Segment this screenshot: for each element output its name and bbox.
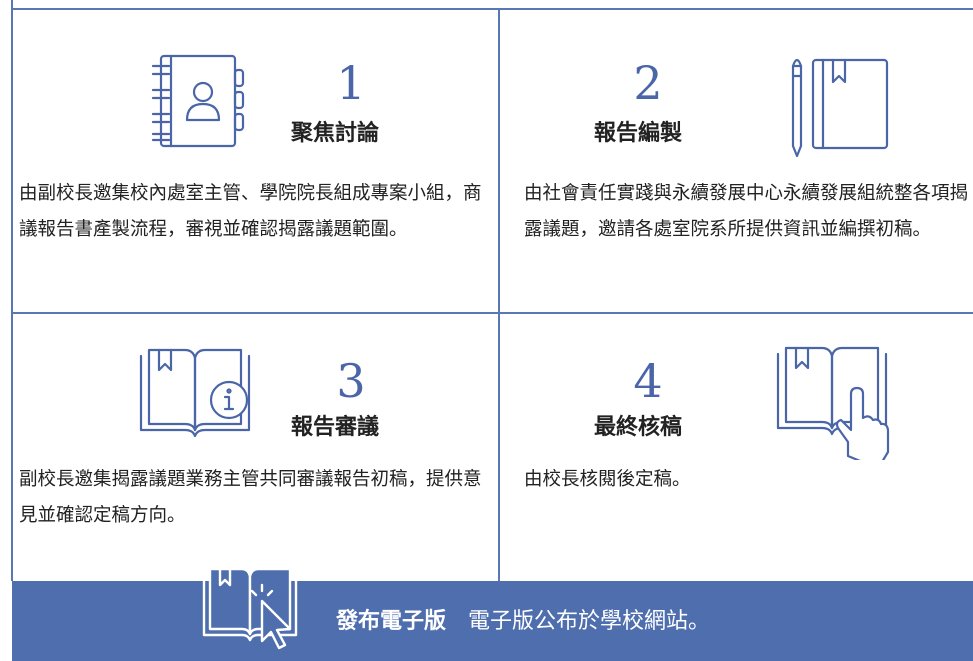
- step-3-description: 副校長邀集揭露議題業務主管共同審議報告初稿，提供意見並確認定稿方向。: [19, 469, 482, 526]
- address-book-icon: [151, 54, 245, 148]
- step-2-cell: 2 報告編製 由社會責任實踐與永續發展中心永續發展組統整各項揭露議題，邀請各處室…: [500, 10, 973, 312]
- grid-vertical-divider: [498, 8, 500, 581]
- step-3-title: 報告審議: [291, 415, 380, 440]
- step-1-number: 1: [336, 56, 366, 110]
- publish-description: 電子版公布於學校網站。: [468, 609, 711, 634]
- book-info-icon: [139, 348, 251, 438]
- book-hand-icon: [776, 346, 890, 460]
- step-4-description: 由校長核閱後定稿。: [524, 469, 691, 490]
- grid-horizontal-divider: [11, 312, 973, 314]
- step-4-cell: 4 最終核稿 由校長核閱後定稿。: [500, 314, 973, 581]
- step-2-title: 報告編製: [594, 121, 683, 146]
- step-4-title: 最終核稿: [594, 415, 683, 440]
- notebook-pencil-icon: [791, 58, 889, 158]
- step-1-cell: 1 聚焦討論 由副校長邀集校內處室主管、學院院長組成專案小組，商議報告書產製流程…: [13, 10, 498, 312]
- publish-title: 發布電子版: [336, 609, 447, 634]
- book-cursor-icon: [202, 567, 298, 650]
- step-1-description: 由副校長邀集校內處室主管、學院院長組成專案小組，商議報告書產製流程，審視並確認揭…: [19, 183, 482, 240]
- step-1-title: 聚焦討論: [291, 121, 380, 146]
- grid-left-border: [11, 0, 13, 581]
- publish-banner: [12, 581, 973, 661]
- step-4-number: 4: [633, 354, 663, 408]
- step-2-description: 由社會責任實踐與永續發展中心永續發展組統整各項揭露議題，邀請各處室院系所提供資訊…: [524, 183, 969, 240]
- step-3-number: 3: [336, 354, 366, 408]
- publish-banner-text: 發布電子版電子版公布於學校網站。: [336, 603, 710, 635]
- step-2-number: 2: [633, 56, 663, 110]
- step-3-cell: 3 報告審議 副校長邀集揭露議題業務主管共同審議報告初稿，提供意見並確認定稿方向…: [13, 314, 498, 581]
- grid-top-border: [11, 8, 973, 10]
